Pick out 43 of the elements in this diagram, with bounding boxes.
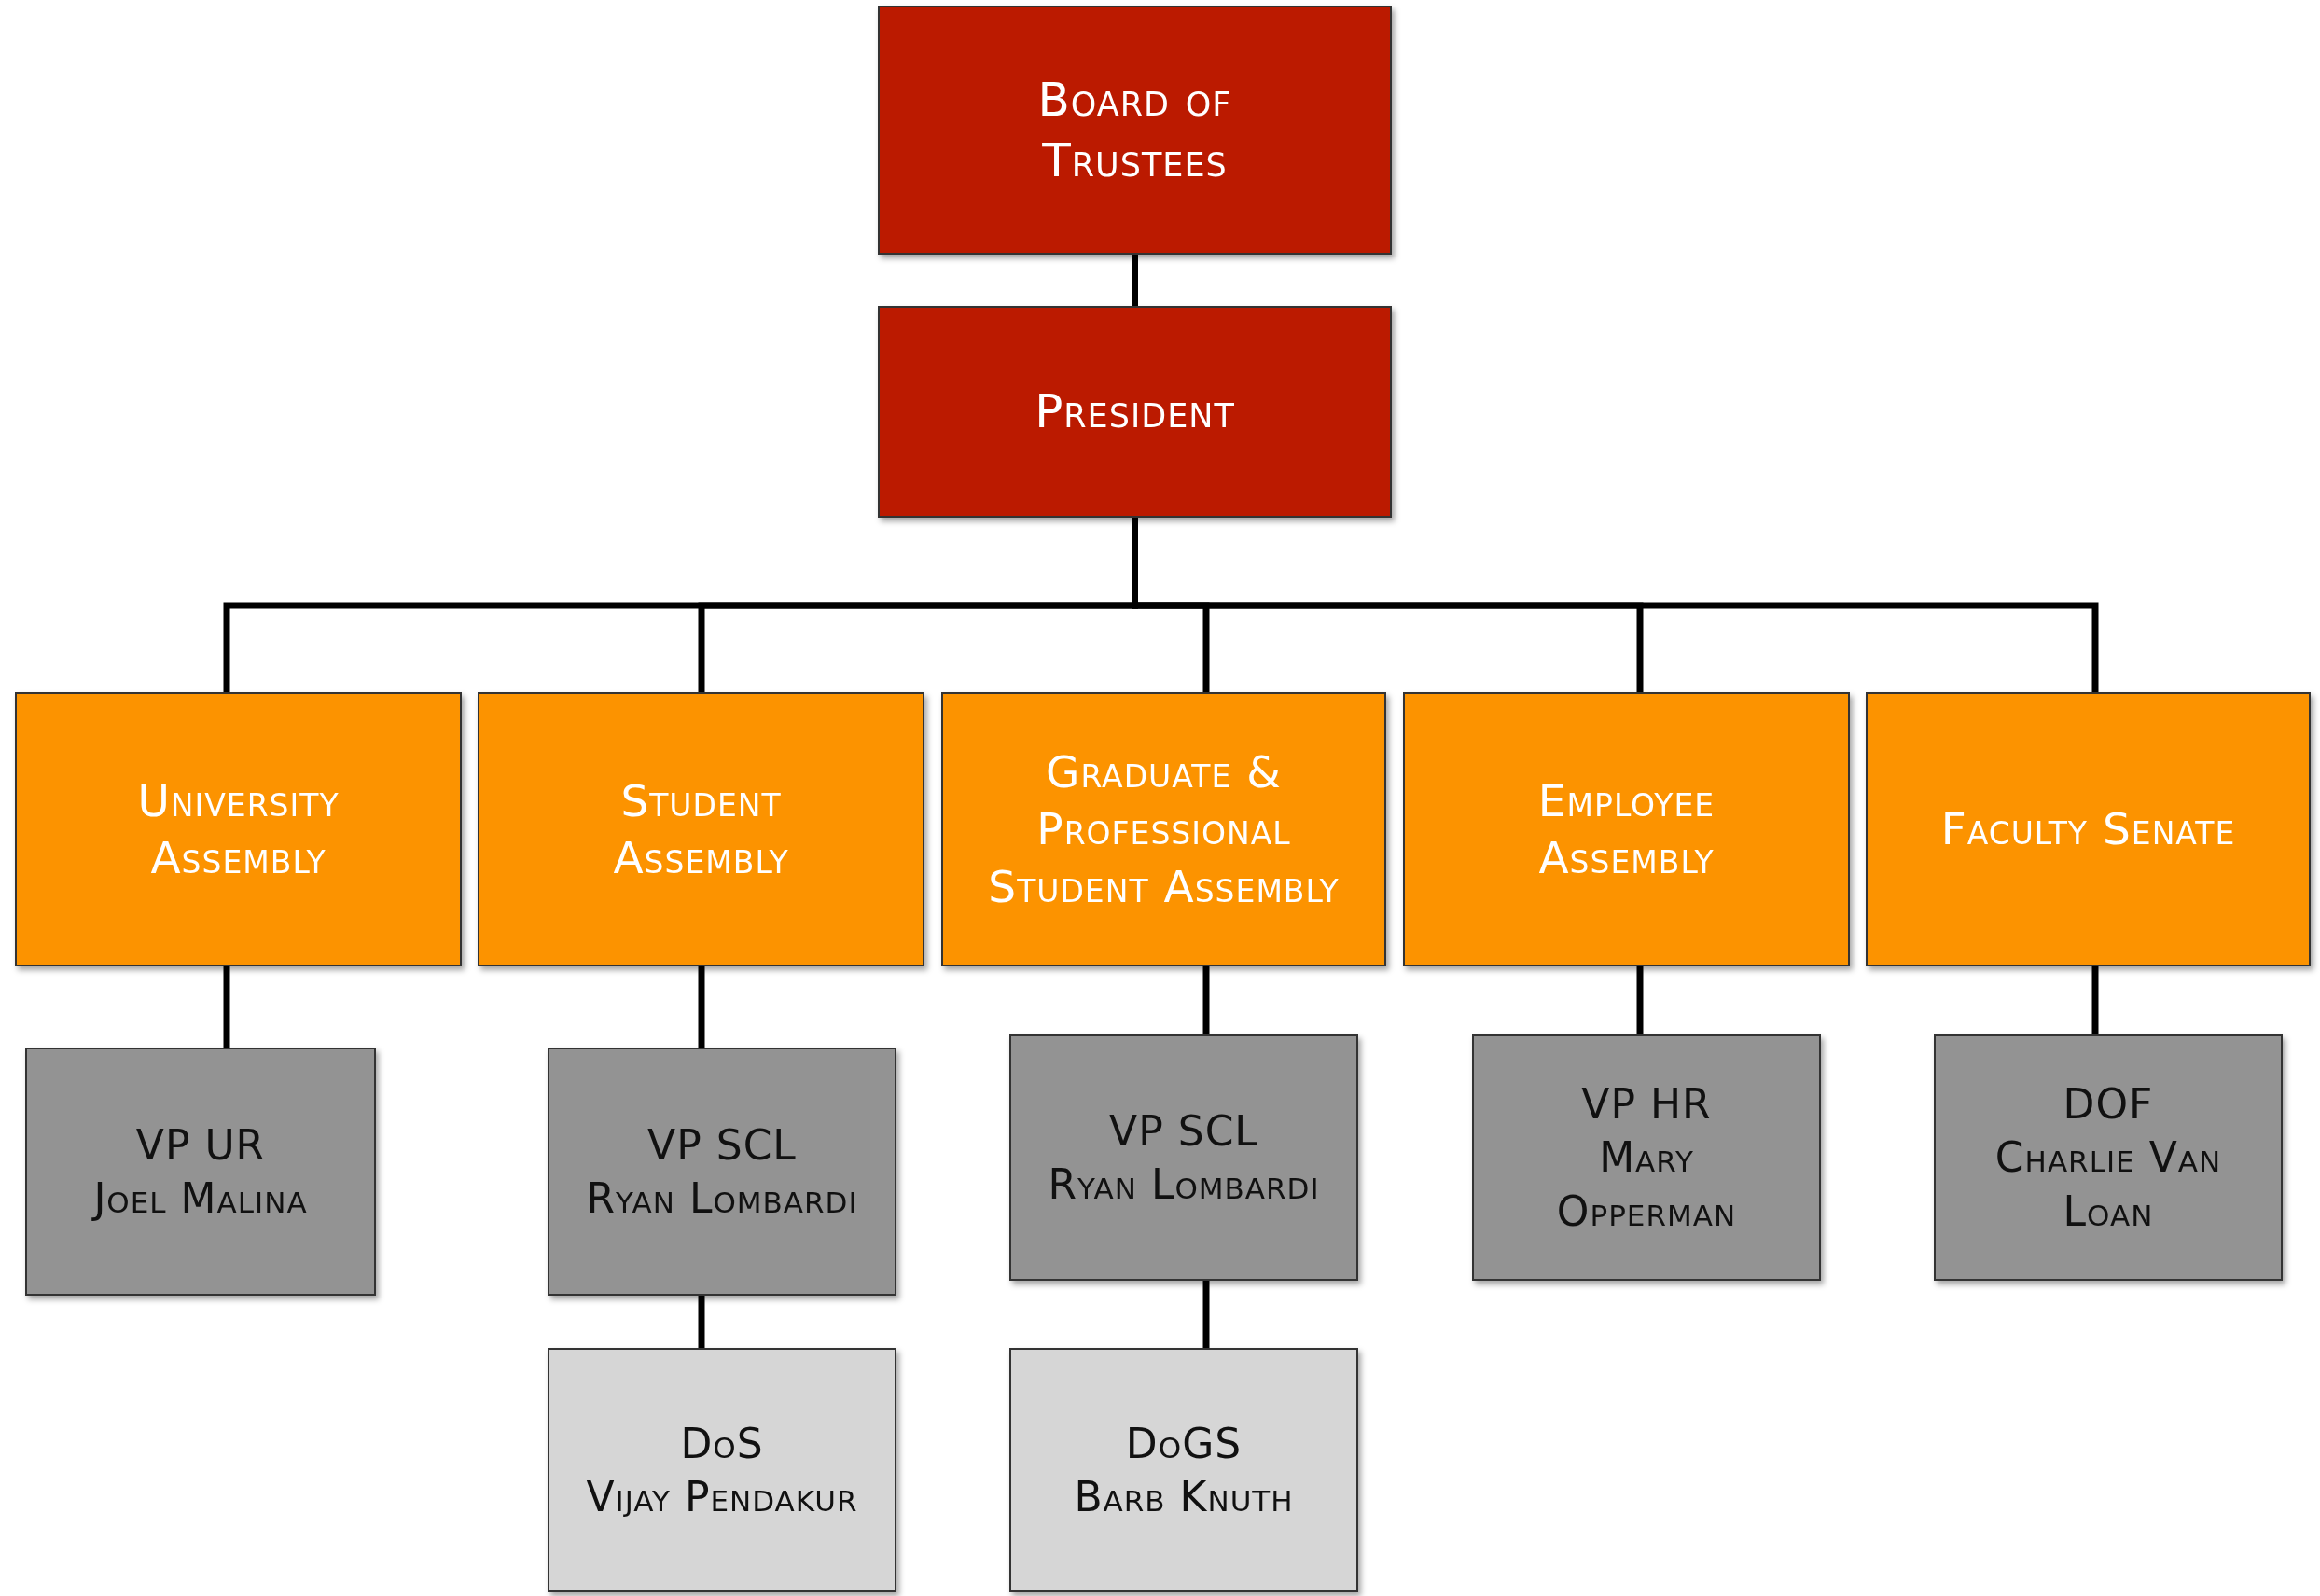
governing-box (878, 6, 1392, 255)
officer-box (1472, 1034, 1821, 1281)
person-name: Barb Knuth (1074, 1472, 1294, 1522)
officer-box (1009, 1034, 1358, 1281)
connector-line (698, 966, 705, 1048)
officer-box (25, 1048, 376, 1296)
dean-box (548, 1348, 896, 1592)
dean-box (1009, 1348, 1358, 1592)
officer-box (1934, 1034, 2283, 1281)
connector-line (1202, 966, 1210, 1034)
person-name: Vijay Pendakur (586, 1472, 858, 1522)
role-title: VP SCL (1109, 1105, 1258, 1157)
assembly-box (941, 692, 1386, 966)
person-name: Ryan Lombardi (586, 1173, 858, 1224)
person-name: Ryan Lombardi (1048, 1159, 1320, 1210)
connector-line (2091, 966, 2099, 1034)
connector-line (698, 1296, 705, 1348)
assembly-box (1403, 692, 1850, 966)
connector-line (223, 966, 230, 1048)
role-title: DOF (2062, 1079, 2155, 1131)
role-title: Faculty Senate (1940, 802, 2236, 857)
role-title: DoGS (1125, 1418, 1243, 1469)
role-title: VP UR (135, 1119, 266, 1171)
role-title: President (1035, 383, 1235, 440)
connector-line (1202, 1281, 1210, 1348)
role-title: Board of Trustees (1036, 71, 1233, 189)
role-title: Graduate & Professional Student Assembly (987, 745, 1341, 914)
role-title: Student Assembly (612, 773, 790, 885)
role-title: University Assembly (136, 773, 340, 885)
person-name: Joel Malina (93, 1173, 308, 1224)
assembly-box (15, 692, 462, 966)
assembly-box (1866, 692, 2311, 966)
assembly-box (478, 692, 924, 966)
connector-line (1132, 255, 1138, 306)
governing-box (878, 306, 1392, 518)
role-title: VP HR (1580, 1079, 1713, 1131)
role-title: VP SCL (647, 1119, 797, 1171)
connector-line (1636, 966, 1644, 1034)
role-title: DoS (680, 1418, 764, 1469)
role-title: Employee Assembly (1536, 773, 1716, 885)
person-name: Charlie Van Loan (1994, 1132, 2223, 1237)
officer-box (548, 1048, 896, 1296)
person-name: Mary Opperman (1555, 1132, 1738, 1237)
